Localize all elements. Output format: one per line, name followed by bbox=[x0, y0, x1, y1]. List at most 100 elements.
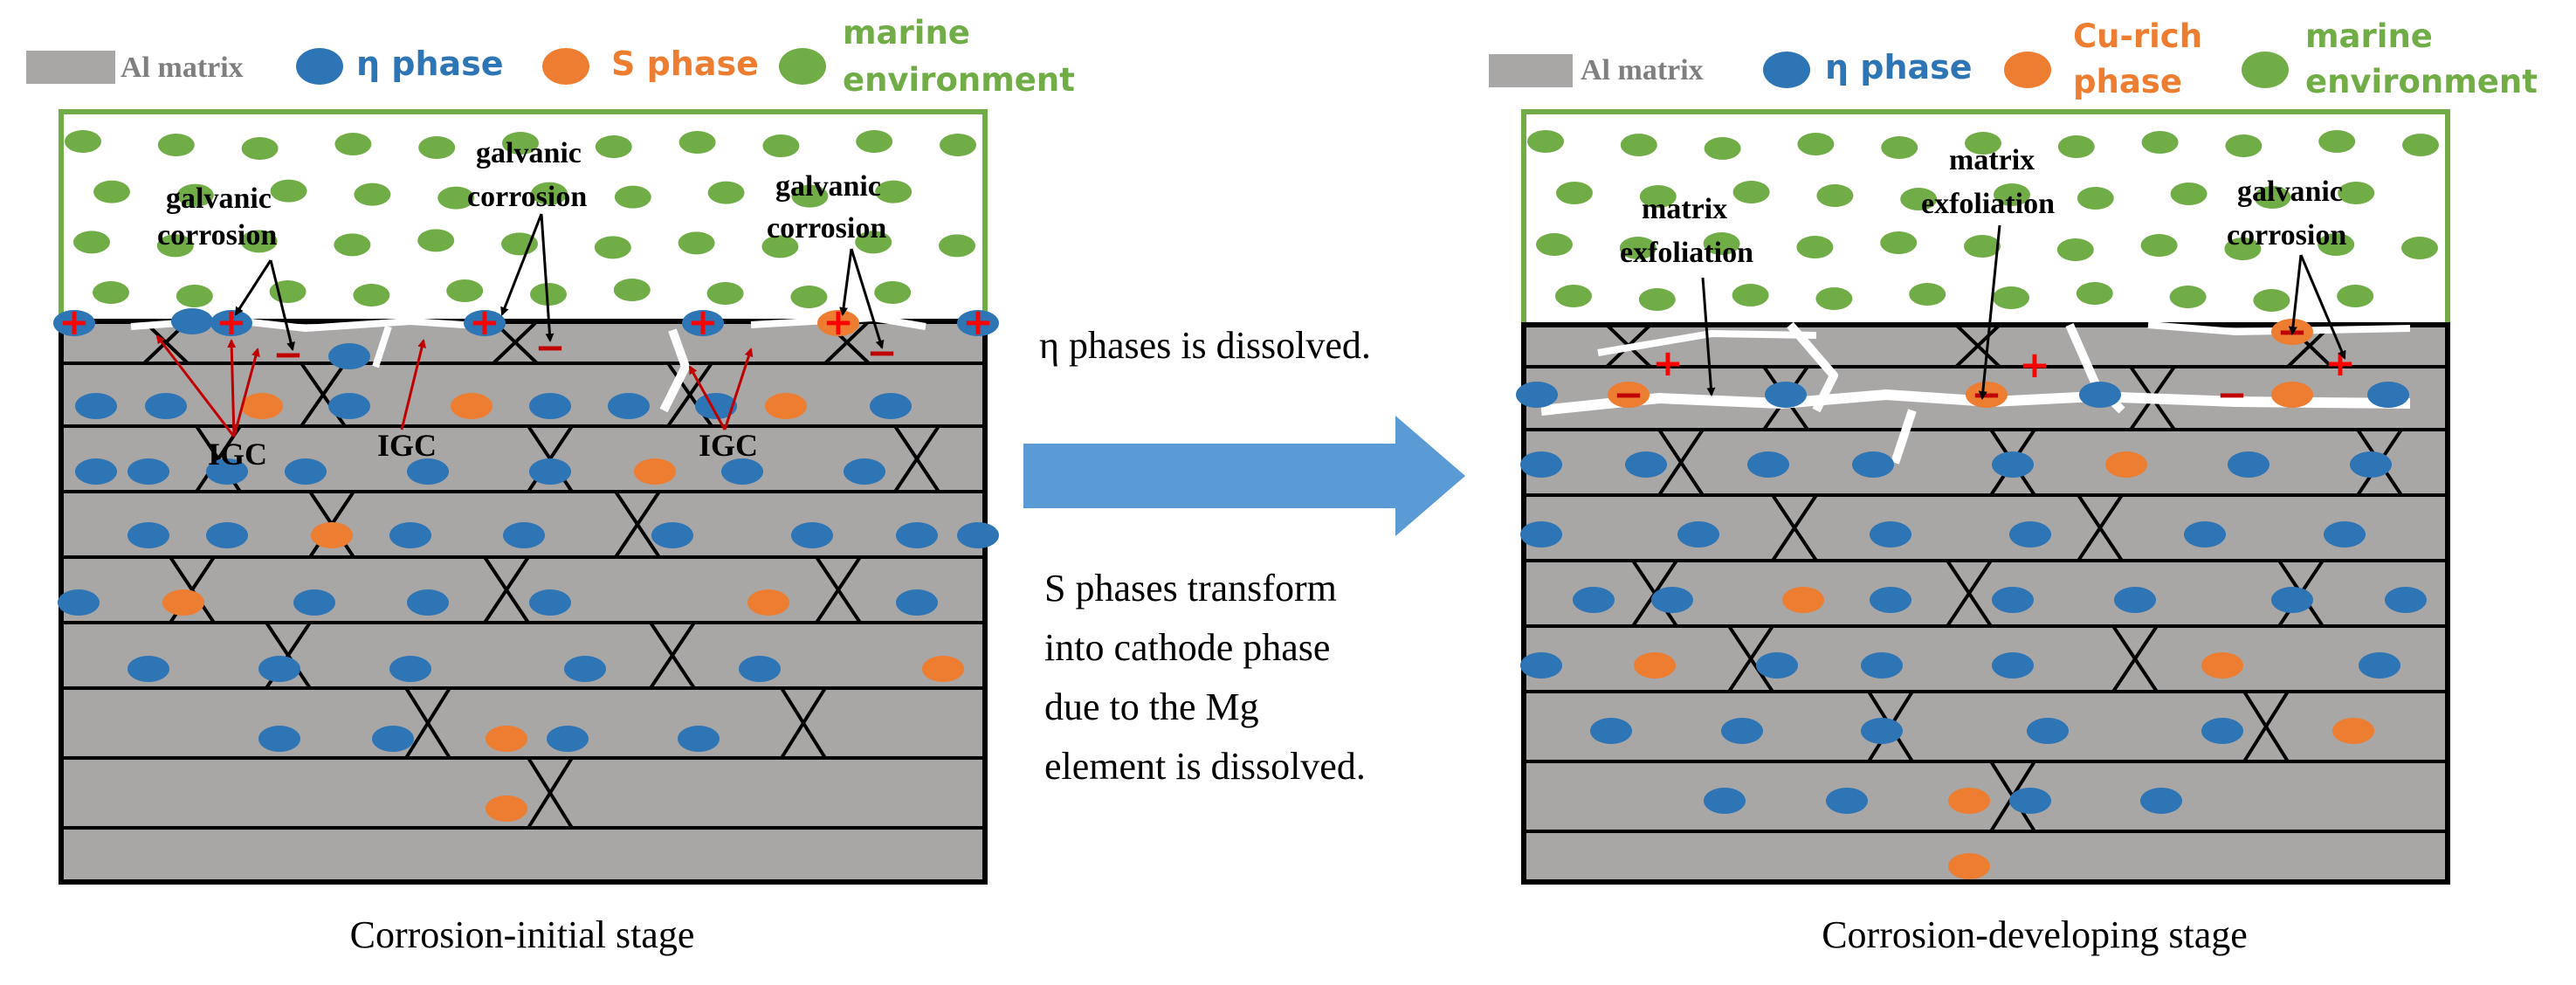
eta-phase-particle bbox=[1721, 718, 1763, 744]
caption-right: Corrosion-developing stage bbox=[1822, 913, 2248, 956]
minus-sign: − bbox=[1613, 373, 1643, 416]
galvanic-arrow bbox=[850, 248, 885, 349]
eta-phase-particle bbox=[1651, 587, 1693, 613]
eta-phase-particle bbox=[529, 393, 571, 419]
marine-droplet bbox=[1881, 136, 1918, 159]
legend-right: Al matrix η phase Cu-rich phase marine e… bbox=[1489, 17, 2538, 100]
plus-sign: + bbox=[2019, 343, 2049, 386]
igc-crack bbox=[372, 325, 392, 369]
legend-eta-label: η phase bbox=[356, 45, 504, 83]
marine-droplet bbox=[1964, 235, 2001, 258]
igc-label-2: IGC bbox=[377, 428, 437, 463]
s-note-line-1: S phases transform bbox=[1044, 567, 1337, 610]
marine-droplet bbox=[93, 180, 130, 203]
marine-droplet bbox=[2225, 134, 2263, 157]
eta-phase-particle bbox=[328, 393, 370, 419]
eta-phase-particle bbox=[1520, 652, 1562, 678]
galvanic-word: galvanic bbox=[166, 183, 272, 215]
eta-phase-particle bbox=[1826, 788, 1868, 814]
igc-label-3: IGC bbox=[699, 428, 758, 463]
marine-droplet bbox=[437, 186, 475, 210]
legend-marine-label-right-1: marine bbox=[2305, 17, 2433, 55]
annotation-arrows-right bbox=[1701, 224, 2346, 400]
eta-phase-particle bbox=[285, 458, 327, 485]
marine-droplets-right bbox=[1527, 130, 2439, 312]
grain-junction bbox=[504, 555, 530, 624]
exfoliation-crack bbox=[1597, 330, 1817, 356]
marine-droplet bbox=[2141, 131, 2179, 154]
galvanic-word: galvanic bbox=[775, 170, 881, 203]
marine-droplet bbox=[1993, 286, 2029, 309]
legend-marine-label-2: environment bbox=[843, 61, 1075, 99]
legend-eta-swatch bbox=[296, 48, 343, 85]
igc-arrow bbox=[400, 339, 426, 431]
igc-arrow bbox=[227, 339, 237, 437]
surface-crack bbox=[2147, 321, 2411, 335]
legend-eta-swatch-right bbox=[1763, 52, 1810, 88]
legend-marine-label-1: marine bbox=[843, 14, 970, 52]
marine-droplet bbox=[613, 279, 651, 301]
legend-left: Al matrix η phase S phase marine environ… bbox=[26, 14, 1075, 99]
galvanic-arrow bbox=[540, 213, 554, 342]
legend-matrix-swatch-right bbox=[1489, 54, 1573, 87]
marine-droplet bbox=[2338, 182, 2375, 204]
exfoliation-arrow bbox=[1701, 277, 1716, 396]
grain-junction bbox=[2132, 624, 2159, 693]
eta-phase-particle bbox=[1590, 718, 1632, 744]
eta-phase-particle bbox=[608, 393, 650, 419]
grain-junction bbox=[513, 321, 539, 365]
marine-droplet bbox=[2169, 286, 2207, 308]
marine-droplet bbox=[1536, 233, 1573, 256]
marine-droplet bbox=[2224, 238, 2262, 260]
legend-cu-label-2: phase bbox=[2073, 63, 2182, 100]
exfoliation-word: exfoliation bbox=[1921, 188, 2055, 220]
eta-phase-particle bbox=[171, 308, 213, 334]
exfoliation-crack bbox=[1787, 321, 1838, 413]
grain-boundaries-right bbox=[1524, 325, 2448, 833]
s-phase-particle bbox=[2105, 451, 2147, 478]
eta-phase-particle bbox=[145, 393, 187, 419]
eta-phase-particle bbox=[1756, 652, 1798, 678]
eta-phase-particle bbox=[1625, 451, 1667, 478]
marine-droplet bbox=[2253, 289, 2290, 312]
eta-phase-particle bbox=[389, 522, 431, 548]
legend-marine-swatch bbox=[779, 48, 826, 85]
eta-phase-particle bbox=[206, 458, 248, 485]
marine-droplet bbox=[2140, 234, 2178, 257]
eta-phase-particle bbox=[957, 310, 999, 336]
plus-sign: + bbox=[962, 300, 993, 343]
eta-phase-particle bbox=[2009, 521, 2051, 548]
marine-droplet bbox=[73, 231, 110, 254]
eta-phase-particle bbox=[328, 343, 370, 369]
eta-phase-particle bbox=[1747, 451, 1789, 478]
eta-phase-particle bbox=[564, 656, 606, 682]
eta-phase-particle bbox=[2359, 652, 2400, 678]
grain-junction bbox=[2263, 690, 2290, 763]
eta-phase-particle bbox=[1852, 451, 1894, 478]
marine-droplet bbox=[2402, 134, 2439, 156]
marine-droplet bbox=[791, 184, 829, 208]
caption-left: Corrosion-initial stage bbox=[350, 913, 695, 956]
galvanic-arrow bbox=[2299, 254, 2346, 360]
eta-phase-particle bbox=[1861, 652, 1903, 678]
galvanic-label-right: galvanic corrosion bbox=[2227, 176, 2346, 251]
marine-droplet bbox=[502, 132, 539, 155]
s-phase-particle bbox=[2332, 718, 2374, 744]
eta-phase-particle bbox=[1516, 382, 1558, 408]
s-phase-particle bbox=[451, 393, 492, 419]
s-phase-particle bbox=[1948, 853, 1990, 879]
marine-droplet bbox=[1816, 184, 1854, 207]
marine-droplet bbox=[418, 136, 456, 159]
eta-phase-particle bbox=[1992, 587, 2034, 613]
eta-phase-particle bbox=[2079, 382, 2121, 408]
eta-phase-particle bbox=[53, 310, 95, 336]
marine-droplet bbox=[240, 230, 278, 253]
marine-droplet bbox=[856, 130, 893, 153]
legend-s-swatch bbox=[542, 48, 589, 85]
matrix-word: matrix bbox=[1949, 144, 2035, 176]
marine-droplet bbox=[1704, 137, 1741, 160]
phase-particles-left bbox=[53, 308, 999, 822]
minus-sign: − bbox=[2216, 373, 2247, 416]
marine-droplet bbox=[874, 281, 912, 304]
middle-section: η phases is dissolved. S phases transfor… bbox=[1023, 324, 1465, 788]
